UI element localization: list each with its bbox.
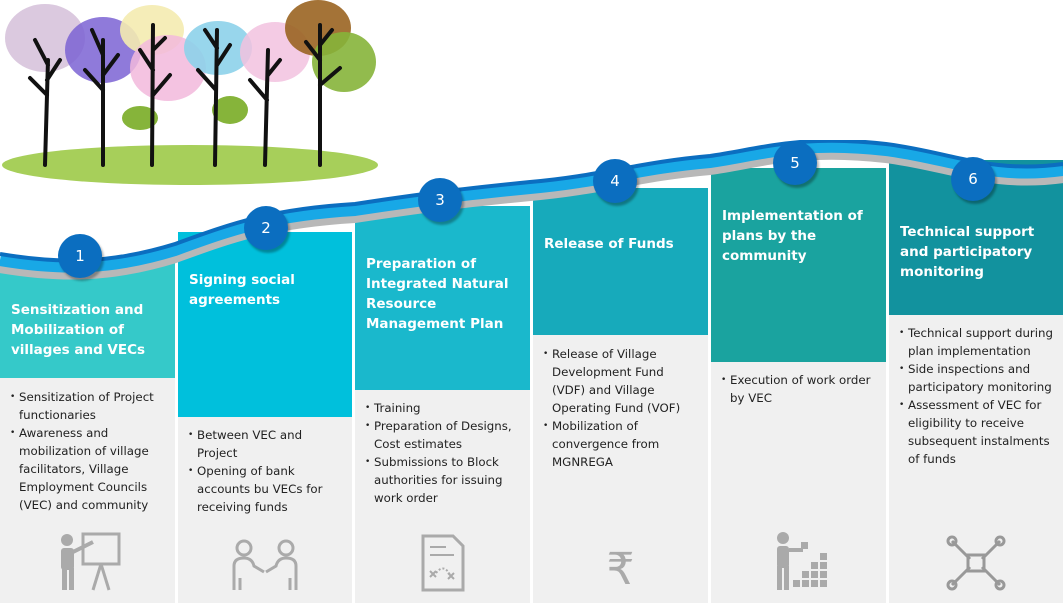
presenter-board-icon [53, 528, 123, 593]
step-number-3: 3 [418, 178, 462, 222]
step-title: Release of Funds [544, 236, 674, 252]
step-header-2: Signing social agreements [178, 232, 352, 417]
bullet-item: Between VEC and Project [188, 426, 344, 462]
step-number-1: 1 [58, 234, 102, 278]
step-title: Signing social agreements [189, 272, 295, 308]
bullet-item: Preparation of Designs, Cost estimates [365, 417, 522, 453]
handshake-people-icon [230, 538, 300, 593]
step-number-5: 5 [773, 141, 817, 185]
bullet-item: Submissions to Block authorities for iss… [365, 453, 522, 507]
puzzle-hands-icon [944, 533, 1008, 593]
bullet-item: Mobilization of convergence from MGNREGA [543, 417, 700, 471]
bullet-item: Side inspections and participatory monit… [899, 360, 1055, 396]
worker-building-icon [769, 528, 829, 593]
bullet-item: Opening of bank accounts bu VECs for rec… [188, 462, 344, 516]
step-header-3: Preparation of Integrated Natural Resour… [355, 206, 530, 390]
rupee-icon: ₹ [606, 544, 635, 595]
step-column-1: Sensitization and Mobilization of villag… [0, 262, 175, 603]
plan-document-icon [418, 533, 468, 593]
step-title: Technical support and participatory moni… [900, 224, 1035, 280]
step-title: Preparation of Integrated Natural Resour… [366, 256, 509, 332]
step-column-2: Signing social agreements Between VEC an… [178, 232, 352, 603]
bullet-item: Release of Village Development Fund (VDF… [543, 345, 700, 417]
trees-illustration [2, 0, 378, 185]
bullet-item: Technical support during plan implementa… [899, 324, 1055, 360]
bullet-item: Training [365, 399, 522, 417]
step-header-4: Release of Funds [533, 188, 708, 335]
step-number-2: 2 [244, 206, 288, 250]
step-number-6: 6 [951, 157, 995, 201]
step-title: Sensitization and Mobilization of villag… [11, 302, 146, 358]
wave-band [0, 140, 1063, 280]
bullet-item: Awareness and mobilization of village fa… [10, 424, 167, 514]
step-column-3: Preparation of Integrated Natural Resour… [355, 206, 530, 603]
step-column-5: Implementation of plans by the community… [711, 168, 886, 603]
bullet-item: Assessment of VEC for eligibility to rec… [899, 396, 1055, 468]
bullet-item: Execution of work order by VEC [721, 371, 878, 407]
step-title: Implementation of plans by the community [722, 208, 863, 264]
step-column-4: Release of Funds Release of Village Deve… [533, 188, 708, 603]
step-header-1: Sensitization and Mobilization of villag… [0, 262, 175, 378]
step-column-6: Technical support and participatory moni… [889, 160, 1063, 603]
bullet-item: Sensitization of Project functionaries [10, 388, 167, 424]
step-number-4: 4 [593, 159, 637, 203]
step-header-5: Implementation of plans by the community [711, 168, 886, 362]
